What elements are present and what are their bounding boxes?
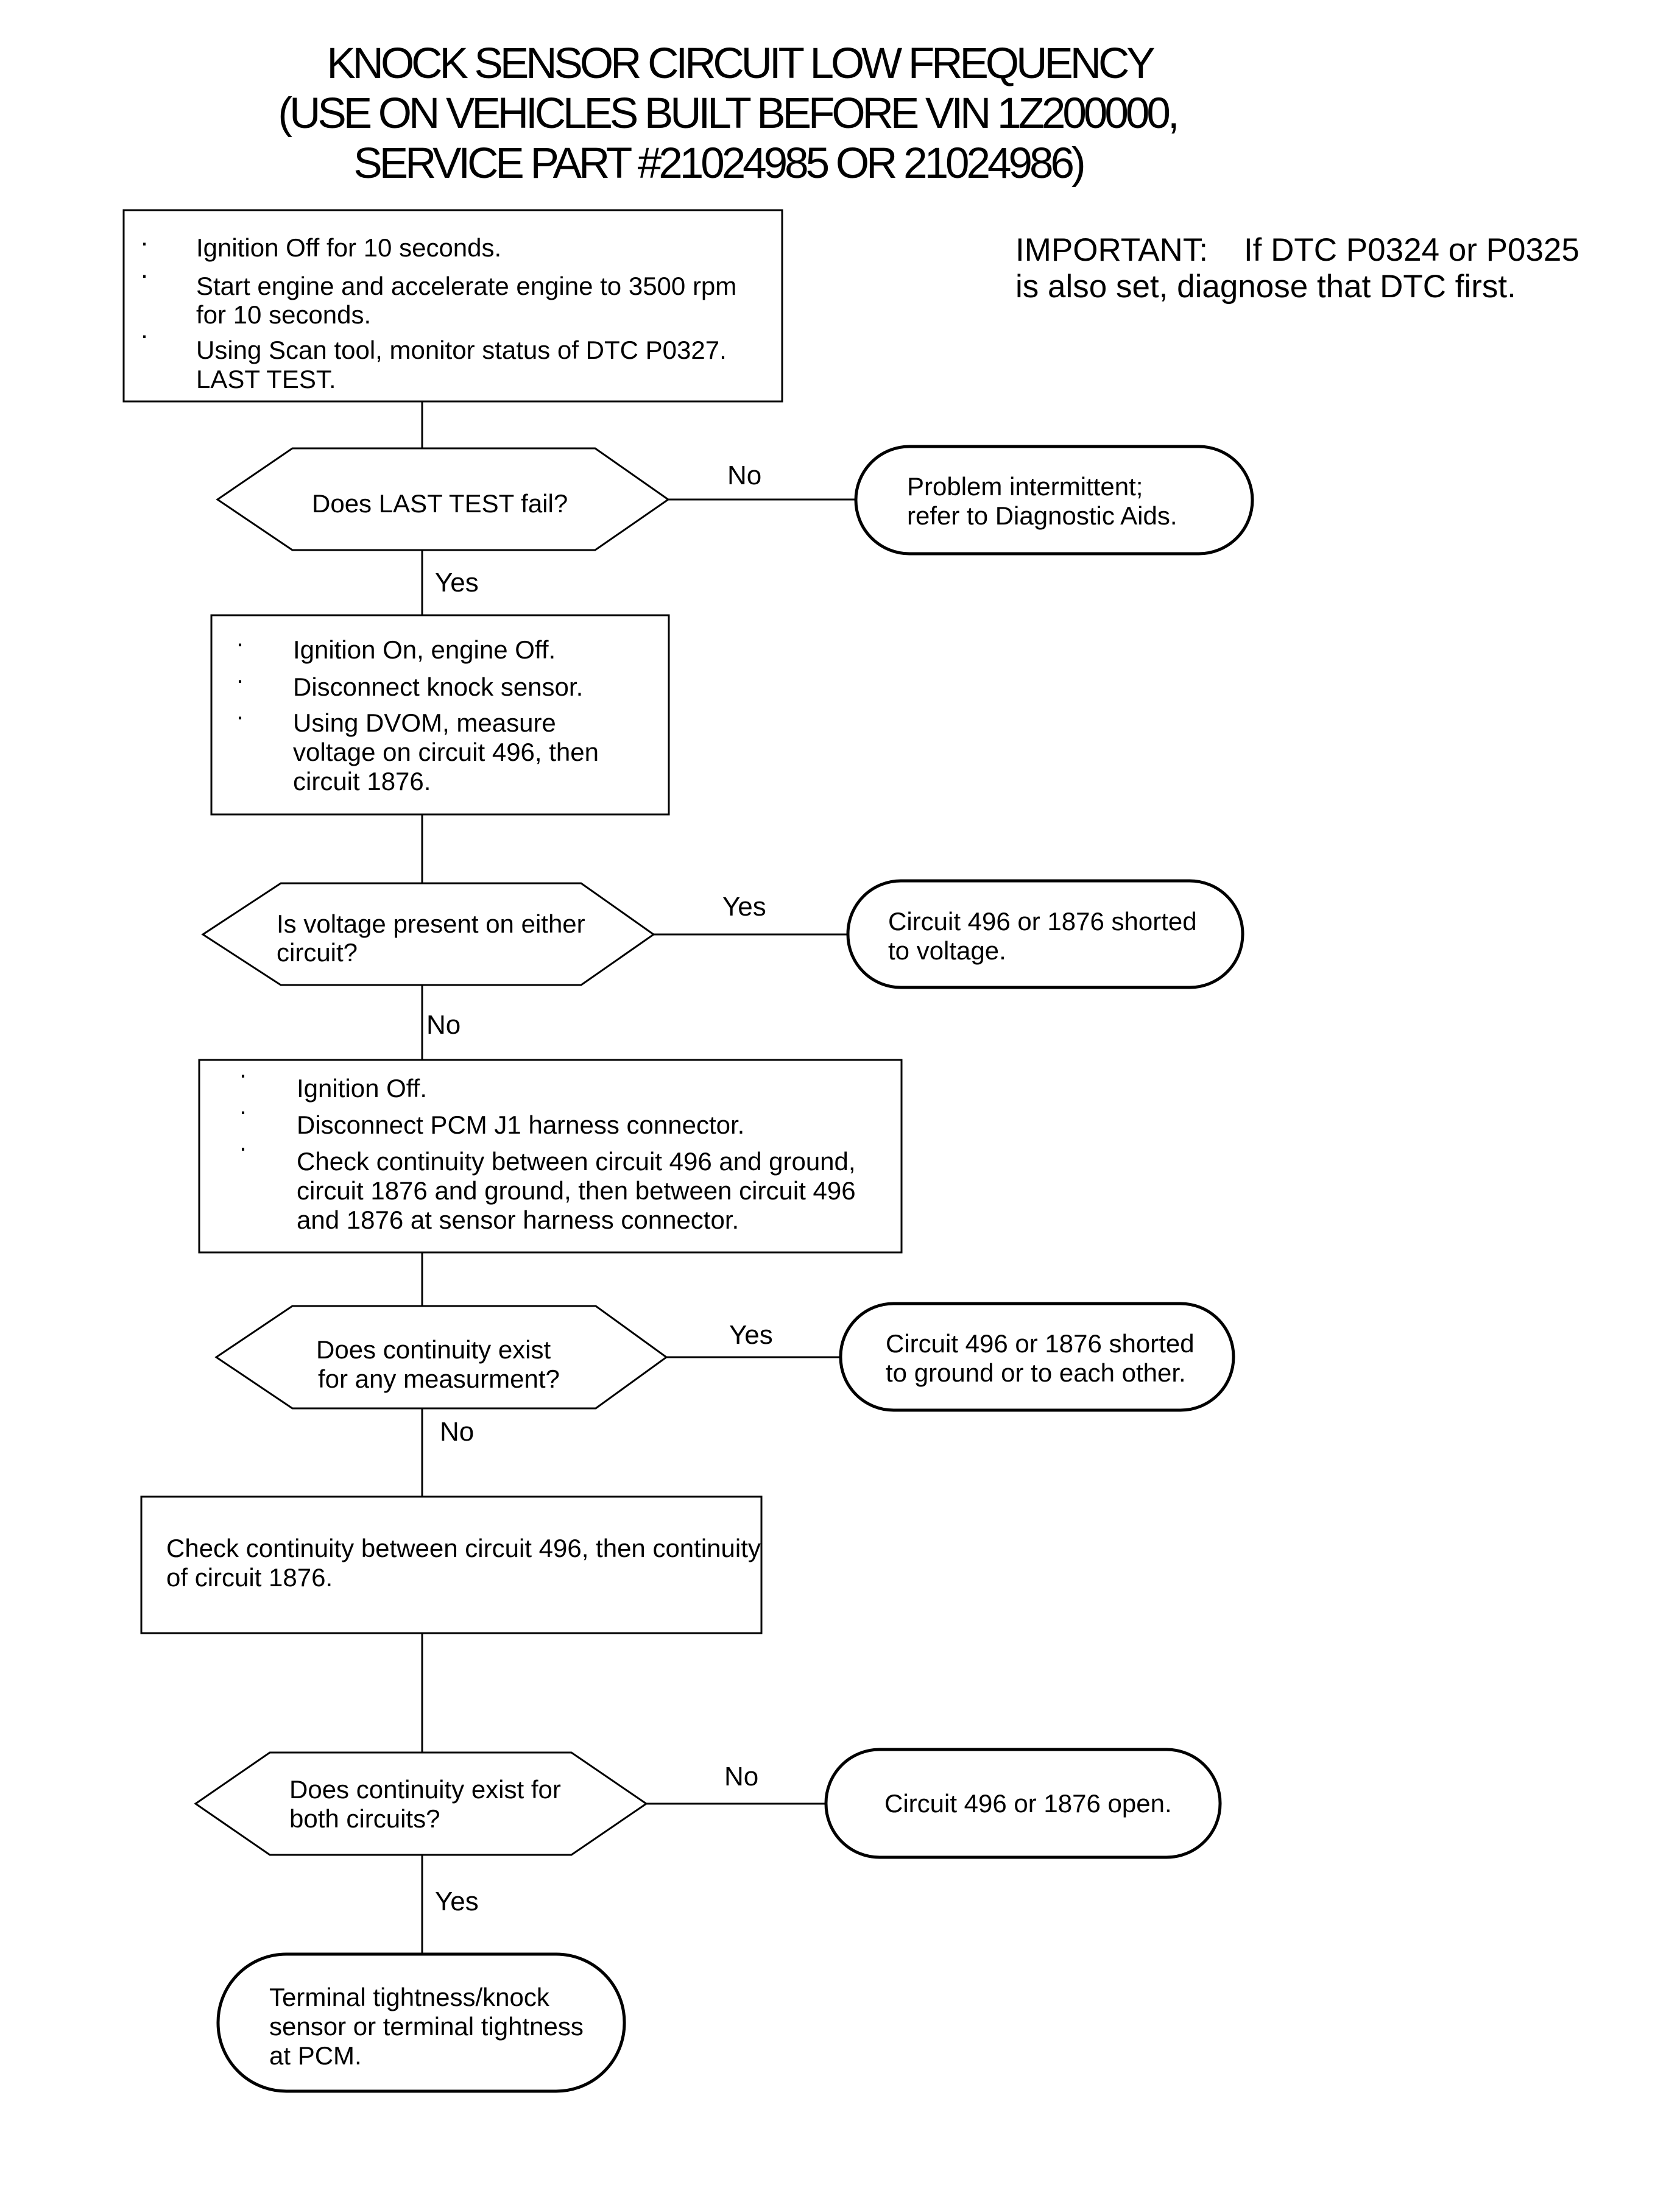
result-2-line-1: Circuit 496 or 1876 shorted (888, 907, 1197, 936)
result-3-line-1: Circuit 496 or 1876 shorted (886, 1329, 1195, 1358)
title: KNOCK SENSOR CIRCUIT LOW FREQUENCY (USE … (278, 40, 1179, 188)
title-line-1: KNOCK SENSOR CIRCUIT LOW FREQUENCY (326, 40, 1154, 88)
decision-2-hexagon (201, 882, 655, 986)
result-1-line-2: refer to Diagnostic Aids. (907, 501, 1177, 530)
final-line-3: at PCM. (269, 2041, 362, 2070)
bullet-marker: · (239, 1096, 247, 1125)
important-note: IMPORTANT: If DTC P0324 or P0325 is also… (1015, 232, 1579, 305)
decision-2-yes-label: Yes (722, 892, 766, 922)
step-1-bullet-3a: Using Scan tool, monitor status of DTC P… (196, 336, 727, 364)
title-line-2: (USE ON VEHICLES BUILT BEFORE VIN 1Z2000… (278, 90, 1176, 138)
result-1-line-1: Problem intermittent; (907, 472, 1143, 501)
step-4-line-2: of circuit 1876. (166, 1563, 333, 1592)
step-3-bullet-2: Disconnect PCM J1 harness connector. (297, 1110, 744, 1139)
bullet-marker: · (140, 320, 149, 349)
result-3: Circuit 496 or 1876 shorted to ground or… (839, 1302, 1235, 1412)
decision-4-line-2: both circuits? (289, 1804, 440, 1833)
decision-4-no-label: No (724, 1762, 758, 1792)
step-3-bullet-3b: circuit 1876 and ground, then between ci… (297, 1176, 856, 1205)
result-2-line-2: to voltage. (888, 936, 1006, 965)
decision-3-yes-label: Yes (729, 1320, 773, 1350)
bullet-marker: · (236, 665, 244, 694)
step-2-box: · Ignition On, engine Off. · Disconnect … (210, 614, 670, 816)
decision-2-line-2: circuit? (277, 938, 358, 967)
step-1-frame (122, 209, 783, 403)
important-line-1: IMPORTANT: If DTC P0324 or P0325 (1015, 232, 1579, 268)
result-2-terminal (846, 879, 1244, 989)
step-1-box: · Ignition Off for 10 seconds. · Start e… (122, 209, 783, 403)
decision-4-line-1: Does continuity exist for (289, 1775, 561, 1804)
bullet-marker: · (236, 702, 244, 730)
bullet-marker: · (236, 629, 244, 657)
decision-2-no-label: No (426, 1010, 461, 1040)
step-3-bullet-3a: Check continuity between circuit 496 and… (297, 1147, 856, 1176)
step-4-frame (140, 1495, 763, 1634)
bullet-marker: · (140, 228, 149, 256)
step-3-bullet-1: Ignition Off. (297, 1074, 427, 1103)
result-2: Circuit 496 or 1876 shorted to voltage. (846, 879, 1244, 989)
decision-3-hexagon (214, 1305, 668, 1410)
title-line-3: SERVICE PART #21024985 OR 21024986) (353, 139, 1084, 188)
final-result-terminal (216, 1952, 626, 2093)
result-4: Circuit 496 or 1876 open. (824, 1748, 1222, 1859)
decision-1-hexagon (216, 447, 670, 551)
result-3-terminal (839, 1302, 1235, 1412)
decision-4-yes-label: Yes (435, 1887, 479, 1916)
step-2-bullet-3b: voltage on circuit 496, then (293, 738, 599, 766)
step-4-line-1: Check continuity between circuit 496, th… (166, 1534, 761, 1562)
final-line-2: sensor or terminal tightness (269, 2012, 584, 2041)
decision-1: Does LAST TEST fail? (216, 447, 670, 551)
result-4-terminal (824, 1748, 1222, 1859)
step-4-box: Check continuity between circuit 496, th… (140, 1495, 763, 1634)
decision-1-text: Does LAST TEST fail? (312, 489, 568, 518)
result-1: Problem intermittent; refer to Diagnosti… (854, 445, 1254, 556)
important-line-2: is also set, diagnose that DTC first. (1015, 269, 1516, 305)
step-2-bullet-3a: Using DVOM, measure (293, 708, 556, 737)
step-3-bullet-3c: and 1876 at sensor harness connector. (297, 1206, 739, 1234)
decision-3-no-label: No (440, 1417, 474, 1447)
step-1-bullet-1: Ignition Off for 10 seconds. (196, 233, 501, 262)
step-2-bullet-3c: circuit 1876. (293, 767, 431, 796)
step-3-frame (198, 1059, 903, 1254)
bullet-marker: · (239, 1133, 247, 1162)
result-3-line-2: to ground or to each other. (886, 1358, 1186, 1387)
decision-1-yes-label: Yes (435, 568, 479, 598)
decision-4: Does continuity exist for both circuits? (194, 1751, 648, 1856)
step-3-box: · Ignition Off. · Disconnect PCM J1 harn… (198, 1059, 903, 1254)
decision-3-line-1: Does continuity exist (316, 1335, 551, 1364)
step-1-bullet-2b: for 10 seconds. (196, 300, 371, 329)
decision-1-no-label: No (727, 461, 761, 490)
decision-3-line-2: for any measurment? (318, 1364, 560, 1393)
decision-4-hexagon (194, 1751, 648, 1856)
decision-2: Is voltage present on either circuit? (201, 882, 655, 986)
final-result: Terminal tightness/knock sensor or termi… (216, 1952, 626, 2093)
bullet-marker: · (140, 260, 149, 289)
step-2-bullet-1: Ignition On, engine Off. (293, 635, 556, 664)
result-1-terminal (854, 445, 1254, 556)
step-1-bullet-2a: Start engine and accelerate engine to 35… (196, 272, 736, 300)
decision-2-line-1: Is voltage present on either (277, 909, 585, 938)
decision-3: Does continuity exist for any measurment… (214, 1305, 668, 1410)
step-2-frame (210, 614, 670, 816)
step-1-bullet-3b: LAST TEST. (196, 365, 336, 394)
result-4-text: Circuit 496 or 1876 open. (884, 1789, 1172, 1818)
final-line-1: Terminal tightness/knock (269, 1983, 550, 2011)
step-2-bullet-2: Disconnect knock sensor. (293, 673, 583, 701)
bullet-marker: · (239, 1060, 247, 1089)
